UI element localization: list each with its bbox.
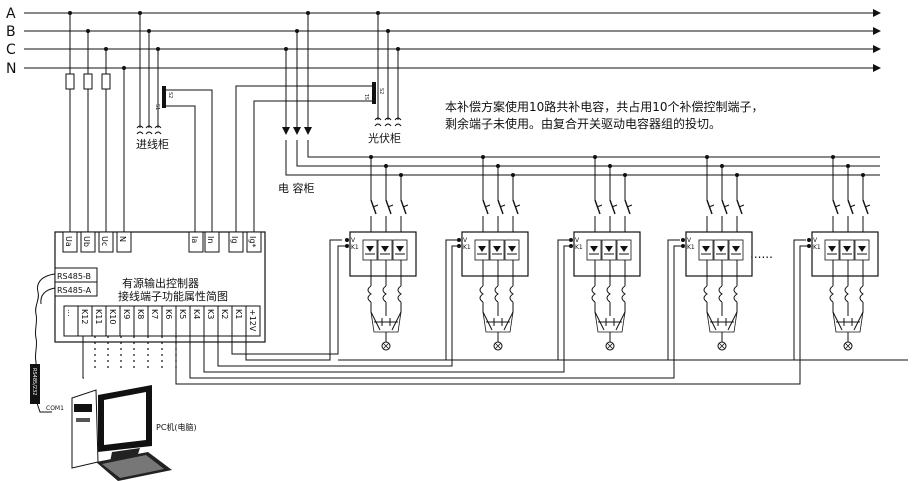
capacitor-module: VK1 [569, 155, 641, 351]
fuse-b-icon [83, 73, 93, 90]
pv-cabinet-label: 光伏柜 [368, 131, 401, 145]
main-buses [24, 9, 881, 72]
module-v-label: V [575, 237, 580, 244]
fuse-a-icon [65, 73, 75, 90]
bottom-terminal-label: K6 [164, 309, 173, 319]
module-v-label: V [463, 237, 468, 244]
bottom-terminal-label: K5 [178, 309, 187, 319]
top-terminal-box [98, 231, 114, 253]
scheme-note-line1: 本补偿方案使用10路共补电容，共占用10个补偿控制端子， [445, 99, 764, 114]
bus-label-b: B [6, 24, 16, 40]
top-terminal-box [228, 231, 244, 253]
top-terminal-label: Uc [100, 236, 109, 246]
incoming-cabinet-feeders [136, 13, 162, 135]
controller-title-line1: 有源输出控制器 [122, 276, 199, 290]
module-k1-label: K1 [687, 244, 695, 251]
bottom-terminal-label: K3 [206, 309, 215, 319]
module-k1-label: K1 [463, 244, 471, 251]
bus-junction-dots [68, 11, 126, 70]
bus-label-n: N [6, 61, 16, 77]
pv-ct-s2: S2 [378, 88, 384, 94]
top-terminal-box [204, 231, 220, 253]
controller-title-line2: 接线端子功能属性简图 [118, 289, 228, 303]
bus-label-c: C [6, 42, 16, 58]
incoming-ct-wires [166, 89, 213, 232]
bottom-terminal-label: K2 [220, 309, 229, 319]
incoming-ct-icon [162, 86, 166, 108]
rs485-a-label: RS485-A [57, 286, 92, 295]
top-terminal-label: Ub [82, 236, 91, 247]
module-k1-label: K1 [813, 244, 821, 251]
bottom-terminal-label: K9 [122, 309, 131, 319]
module-v-label: V [687, 237, 692, 244]
bottom-terminal-label: K10 [108, 309, 117, 324]
scheme-note-line2: 剩余端子未使用。由复合开关驱动电容器组的投切。 [445, 116, 721, 131]
capacitor-module: VK1 [457, 155, 529, 351]
bottom-terminal-label: K11 [94, 309, 103, 324]
bottom-terminal-label: K7 [150, 309, 159, 319]
pv-ct-wires [235, 85, 372, 232]
bottom-terminal-label: ... [66, 309, 75, 317]
rs485-cable [34, 273, 56, 413]
capacitor-cabinet-label: 电 容柜 [278, 181, 315, 195]
top-terminal-box [116, 231, 132, 253]
capacitor-module: VK1 [807, 155, 879, 351]
top-terminal-label: Ia [190, 236, 199, 243]
top-terminal-label: Ig* [248, 236, 257, 247]
modules-ellipsis: ...... [750, 247, 773, 261]
bottom-terminal-box [245, 305, 261, 337]
bottom-terminal-label: K4 [192, 309, 201, 319]
top-terminal-label: Ig [230, 236, 239, 243]
module-k1-label: K1 [575, 244, 583, 251]
top-terminal-box [188, 231, 204, 253]
top-terminal-label: Ua [64, 236, 73, 247]
controller-top-terminals: Ua Ub Uc N Ia In Ig Ig* [62, 231, 262, 253]
voltage-sensing-wires [65, 13, 125, 232]
rs485-converter-icon [30, 364, 40, 404]
pv-cabinet-feeders [374, 13, 402, 127]
bottom-terminal-label: K1 [234, 309, 243, 319]
bus-label-a: A [6, 6, 16, 22]
pc-label: PC机(电脑) [156, 422, 197, 432]
controller-bottom-terminals: ... K12 K11 K10 K9 K8 K7 K6 K5 K4 K3 K2 K1 +12V [63, 305, 261, 337]
fuse-c-icon [101, 73, 111, 90]
capacitor-module: VK1 [345, 155, 417, 351]
module-v-label: V [351, 237, 356, 244]
control-wiring [82, 239, 908, 385]
incoming-ct-s1: S1 [154, 104, 160, 110]
com1-label: COM1 [46, 405, 64, 412]
incoming-ct-s2: S2 [167, 92, 173, 98]
top-terminal-box [62, 231, 78, 253]
incoming-cabinet-label: 进线柜 [136, 137, 169, 151]
top-terminal-box [80, 231, 96, 253]
top-terminal-label: In [206, 236, 215, 243]
capacitor-cabinet-feeders [282, 13, 880, 176]
bottom-terminal-label: K8 [136, 309, 145, 319]
top-terminal-label: N [118, 236, 127, 242]
pv-ct-icon [372, 82, 376, 104]
top-terminal-box [246, 231, 262, 253]
bottom-terminal-label: +12V [248, 309, 257, 332]
rs485-converter-label: RS485/232 [31, 368, 37, 395]
bottom-terminal-label: K12 [80, 309, 89, 324]
rs485-b-label: RS485-B [57, 272, 91, 281]
module-v-label: V [813, 237, 818, 244]
capacitor-module: VK1 [681, 155, 753, 351]
pv-ct-s1: S1 [365, 94, 371, 100]
pc-icon [71, 385, 172, 481]
module-k1-label: K1 [351, 244, 359, 251]
